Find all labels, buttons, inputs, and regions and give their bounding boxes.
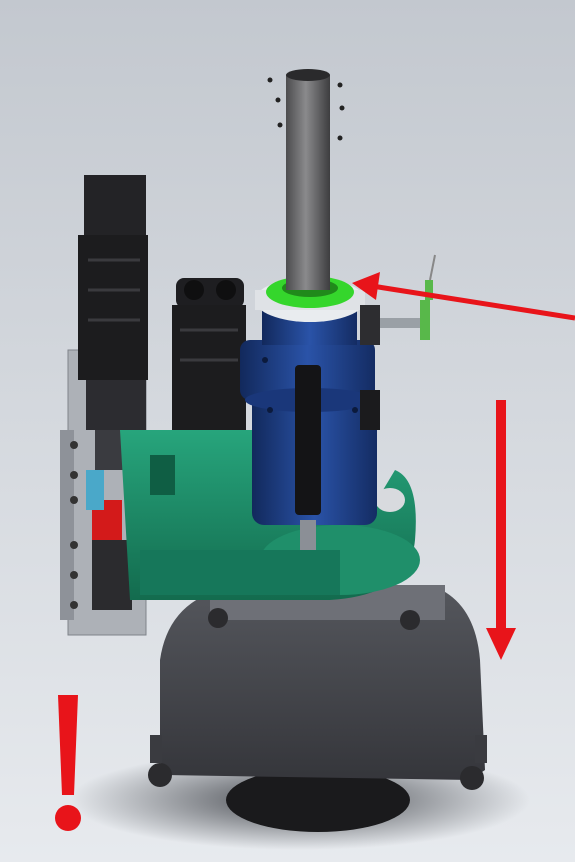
pneumatic-fittings	[295, 254, 436, 550]
teal-swing-arm	[120, 430, 420, 600]
warning-exclamation-icon	[55, 695, 81, 831]
left-servo-motor	[78, 175, 148, 470]
pointer-arrow-icon	[352, 272, 575, 321]
down-arrow-icon	[486, 400, 516, 660]
vertical-shaft-tube	[267, 69, 345, 290]
lower-housing	[148, 585, 487, 790]
drive-wheel	[226, 768, 410, 832]
